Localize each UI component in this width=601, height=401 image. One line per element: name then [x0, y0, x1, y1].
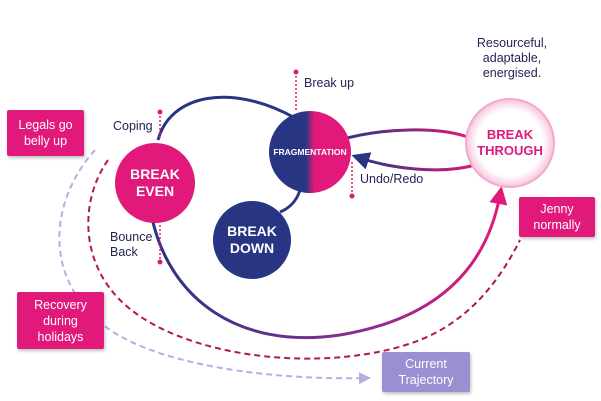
dashed-path-jenny	[87, 159, 521, 360]
dot-bounce-back	[157, 259, 163, 265]
break-up-label: Break up	[304, 76, 355, 90]
resourceful-label: Resourceful, adaptable, energised.	[476, 36, 548, 80]
dot-break-up	[293, 69, 299, 75]
current-trajectory-box: Current Trajectory	[382, 352, 470, 392]
break-even-label: BREAK EVEN	[130, 166, 180, 199]
arc-coping-to-fragmentation	[156, 95, 296, 141]
dot-undo-redo	[349, 193, 355, 199]
connector-fragmentation-to-breakdown	[279, 189, 302, 214]
break-through-circle	[465, 98, 555, 188]
break-through-label: BREAK THROUGH	[477, 127, 543, 158]
loop-upper	[339, 128, 471, 142]
fragmentation-circle	[269, 111, 351, 193]
recovery-box: Recovery during holidays	[17, 292, 104, 349]
dot-coping	[157, 109, 163, 115]
coping-label: Coping	[113, 119, 153, 133]
legals-box: Legals go belly up	[7, 110, 84, 156]
break-down-circle	[213, 201, 291, 279]
dashed-path-current-trajectory	[58, 149, 371, 385]
undo-redo-label: Undo/Redo	[360, 172, 424, 186]
curve-bounce-back-to-breakthrough	[150, 186, 508, 340]
bounce-back-label: Bounce Back	[110, 230, 153, 259]
fragmentation-label: FRAGMENTATION	[273, 147, 347, 157]
break-down-label: BREAK DOWN	[227, 223, 277, 256]
jenny-box: Jenny normally	[519, 197, 595, 237]
loop-lower	[351, 152, 476, 172]
break-even-circle	[115, 143, 195, 223]
